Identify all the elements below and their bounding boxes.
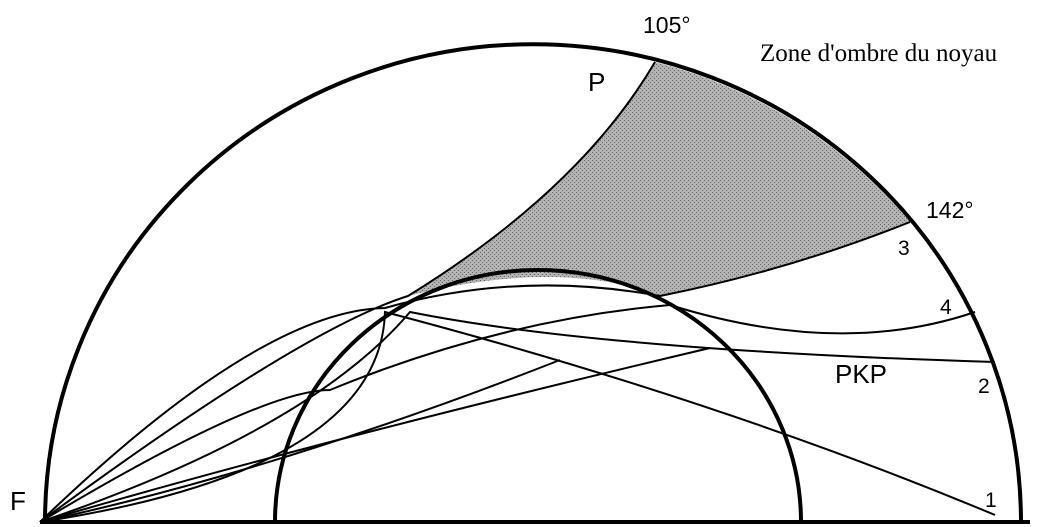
ray-3-label: 3 [898, 237, 910, 260]
shadow-zone-title: Zone d'ombre du noyau [760, 40, 998, 67]
earth-surface [43, 42, 1023, 523]
ray-to-2 [39, 310, 996, 523]
ray-1-label: 1 [985, 489, 997, 512]
ray-p-grazing [39, 61, 656, 523]
focus-label: F [10, 486, 26, 516]
core-boundary [273, 268, 803, 523]
angle-142-label: 142° [926, 197, 974, 223]
pkp-wave-label: PKP [835, 359, 887, 389]
ray-paths [39, 61, 996, 523]
ray-low-1 [39, 359, 561, 523]
ray-mid-1 [39, 347, 711, 523]
angle-105-label: 105° [643, 12, 691, 38]
ray-to-4 [39, 303, 976, 523]
shadow-zone [408, 62, 910, 296]
p-wave-label: P [588, 67, 605, 97]
ray-4-label: 4 [940, 296, 952, 319]
ray-to-3 [39, 221, 911, 523]
ray-2-label: 2 [978, 375, 990, 398]
ray-to-1 [39, 310, 996, 523]
